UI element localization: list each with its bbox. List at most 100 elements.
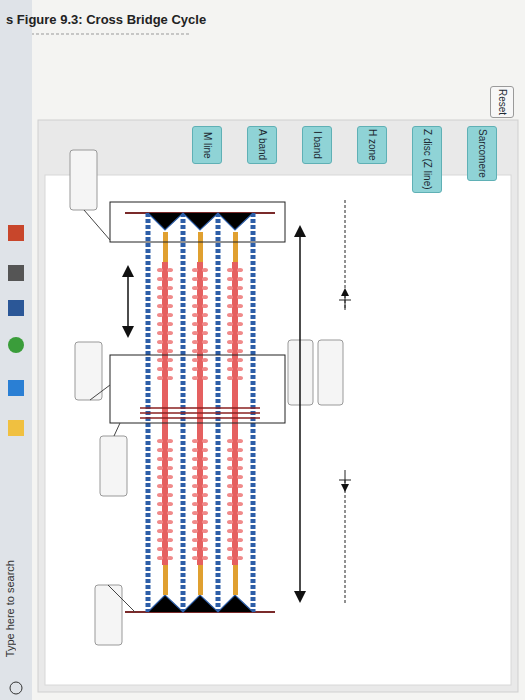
myosin-head [202, 331, 208, 335]
myosin-head [202, 484, 208, 488]
taskbar-icon [8, 300, 24, 316]
myosin-head [157, 367, 163, 371]
myosin-head [237, 322, 243, 326]
myosin-head [227, 475, 233, 479]
myosin-head [237, 457, 243, 461]
myosin-head [192, 556, 198, 560]
taskbar-icon [8, 420, 24, 436]
taskbar [0, 0, 32, 700]
myosin-head [227, 502, 233, 506]
myosin-head [202, 556, 208, 560]
myosin-head [192, 322, 198, 326]
myosin-head [202, 457, 208, 461]
myosin-head [192, 367, 198, 371]
myosin-head [157, 313, 163, 317]
myosin-head [237, 340, 243, 344]
label-button: I band [302, 126, 332, 164]
myosin-head [202, 277, 208, 281]
myosin-head [227, 349, 233, 353]
myosin-head [157, 331, 163, 335]
myosin-head [227, 331, 233, 335]
myosin-head [237, 466, 243, 470]
drop-target [70, 150, 343, 645]
myosin-head [157, 286, 163, 290]
myosin-head [227, 448, 233, 452]
myosin-head [157, 511, 163, 515]
myosin-head [202, 295, 208, 299]
search-icon [10, 682, 22, 694]
myosin-head [237, 475, 243, 479]
myosin-head [237, 313, 243, 317]
myosin-head [202, 466, 208, 470]
myosin-head [192, 439, 198, 443]
canvas [45, 175, 511, 685]
myosin-head [167, 295, 173, 299]
button-text: H zone [367, 129, 378, 161]
myosin-head [202, 529, 208, 533]
myosin-head [237, 331, 243, 335]
myosin-head [192, 313, 198, 317]
myosin-head [157, 304, 163, 308]
myosin-head [227, 547, 233, 551]
myosin-head [192, 502, 198, 506]
myosin-head [167, 268, 173, 272]
button-text: M line [202, 132, 213, 159]
myosin-head [237, 520, 243, 524]
myosin-head [157, 466, 163, 470]
taskbar-icon [8, 225, 24, 241]
myosin-head [167, 493, 173, 497]
myosin-head [167, 322, 173, 326]
myosin-head [167, 502, 173, 506]
myosin-head [167, 547, 173, 551]
button-text: Sarcomere [477, 129, 488, 178]
myosin-head [167, 520, 173, 524]
myosin-head [202, 358, 208, 362]
myosin-head [192, 286, 198, 290]
myosin-head [237, 502, 243, 506]
myosin-head [167, 466, 173, 470]
myosin-head [237, 538, 243, 542]
myosin-head [237, 367, 243, 371]
myosin-head [202, 286, 208, 290]
myosin-head [202, 268, 208, 272]
myosin-head [167, 304, 173, 308]
myosin-head [192, 538, 198, 542]
myosin-head [167, 340, 173, 344]
myosin-head [227, 529, 233, 533]
myosin-head [227, 295, 233, 299]
myosin-head [237, 529, 243, 533]
leader-line [84, 210, 135, 612]
myosin-head [192, 448, 198, 452]
myosin-head [227, 457, 233, 461]
myosin-head [167, 511, 173, 515]
myosin-head [192, 466, 198, 470]
myosin-head [237, 547, 243, 551]
myosin-head [237, 556, 243, 560]
myosin-head [192, 547, 198, 551]
taskbar-icon [8, 337, 24, 353]
myosin-head [167, 358, 173, 362]
myosin-head [237, 268, 243, 272]
myosin-head [227, 322, 233, 326]
myosin-head [227, 367, 233, 371]
myosin-head [237, 358, 243, 362]
myosin-head [157, 322, 163, 326]
myosin-head [237, 295, 243, 299]
myosin-head [202, 502, 208, 506]
myosin-head [167, 484, 173, 488]
myosin-head [202, 439, 208, 443]
myosin-head [167, 439, 173, 443]
myosin-head [157, 340, 163, 344]
myosin-head [202, 547, 208, 551]
myosin-head [167, 556, 173, 560]
myosin-head [157, 295, 163, 299]
myosin-head [237, 349, 243, 353]
myosin-head [237, 286, 243, 290]
z-disc [125, 213, 275, 612]
myosin-head [227, 493, 233, 497]
title-underline [6, 34, 190, 35]
myosin-head [227, 340, 233, 344]
myosin-heads [157, 268, 243, 560]
m-line [140, 408, 260, 418]
